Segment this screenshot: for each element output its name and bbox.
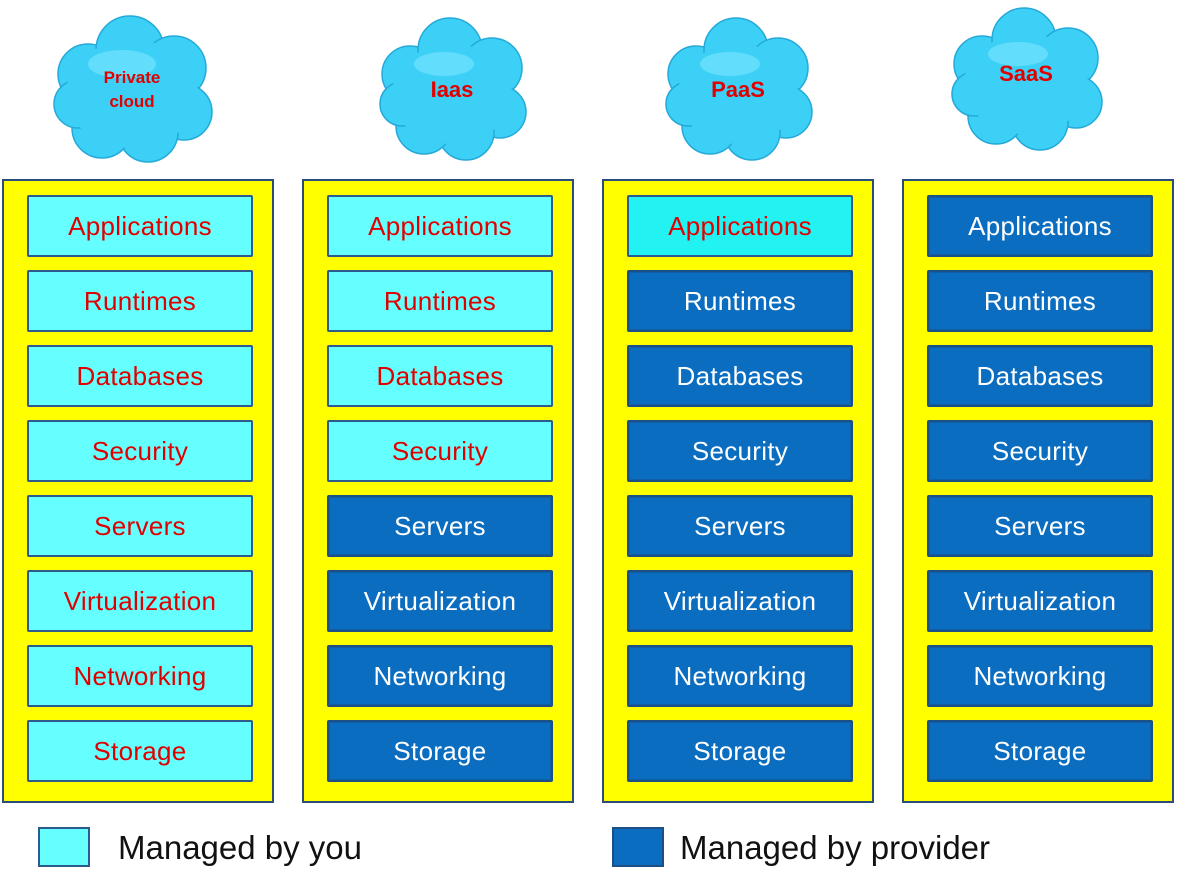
layer-servers: Servers (627, 495, 853, 557)
layer-databases: Databases (927, 345, 1153, 407)
cloud-label: Iaas (430, 77, 474, 102)
layer-storage: Storage (327, 720, 553, 782)
cloud-icon (665, 17, 813, 161)
cloud-label: Private cloud (103, 68, 161, 111)
layer-applications: Applications (627, 195, 853, 257)
column-saas: Applications Runtimes Databases Security… (902, 179, 1174, 803)
layer-storage: Storage (627, 720, 853, 782)
layer-applications: Applications (27, 195, 253, 257)
layer-databases: Databases (327, 345, 553, 407)
cloud-icon (951, 7, 1103, 151)
layer-virtualization: Virtualization (927, 570, 1153, 632)
legend-swatch-provider (612, 827, 664, 867)
layer-networking: Networking (327, 645, 553, 707)
cloud-label: SaaS (999, 61, 1053, 86)
layer-virtualization: Virtualization (27, 570, 253, 632)
column-private-cloud: Applications Runtimes Databases Security… (2, 179, 274, 803)
layer-applications: Applications (327, 195, 553, 257)
layer-runtimes: Runtimes (627, 270, 853, 332)
legend-label-provider: Managed by provider (680, 829, 991, 866)
column-paas: Applications Runtimes Databases Security… (602, 179, 874, 803)
layer-servers: Servers (327, 495, 553, 557)
layer-networking: Networking (627, 645, 853, 707)
legend-swatch-you (38, 827, 90, 867)
layer-security: Security (627, 420, 853, 482)
layer-runtimes: Runtimes (27, 270, 253, 332)
layer-networking: Networking (27, 645, 253, 707)
legend-label-you: Managed by you (118, 829, 363, 866)
layer-security: Security (27, 420, 253, 482)
layer-databases: Databases (627, 345, 853, 407)
layer-runtimes: Runtimes (327, 270, 553, 332)
layer-networking: Networking (927, 645, 1153, 707)
cloud-label: PaaS (711, 77, 765, 102)
layer-virtualization: Virtualization (327, 570, 553, 632)
cloud-private: Private cloud (50, 12, 214, 168)
column-iaas: Applications Runtimes Databases Security… (302, 179, 574, 803)
cloud-icon (53, 15, 213, 163)
layer-storage: Storage (27, 720, 253, 782)
layer-servers: Servers (27, 495, 253, 557)
layer-databases: Databases (27, 345, 253, 407)
layer-applications: Applications (927, 195, 1153, 257)
cloud-icon (379, 17, 527, 161)
layer-servers: Servers (927, 495, 1153, 557)
layer-security: Security (327, 420, 553, 482)
layer-runtimes: Runtimes (927, 270, 1153, 332)
layer-virtualization: Virtualization (627, 570, 853, 632)
layer-security: Security (927, 420, 1153, 482)
cloud-iaas: Iaas (376, 14, 528, 166)
layer-storage: Storage (927, 720, 1153, 782)
cloud-paas: PaaS (662, 14, 814, 166)
cloud-saas: SaaS (948, 4, 1104, 156)
